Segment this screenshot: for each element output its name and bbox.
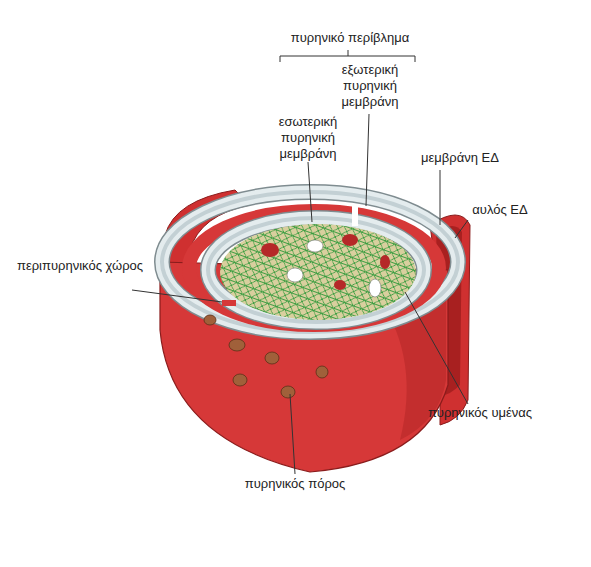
part-label: πυρηνικός υμένας xyxy=(415,405,545,421)
part-label: εξωτερική πυρηνική μεμβράνη xyxy=(320,62,420,110)
part-label: εσωτερική πυρηνική μεμβράνη xyxy=(262,114,354,162)
part-label: περιπυρηνικός χώρος xyxy=(16,258,144,274)
part-label: μεμβράνη ΕΔ xyxy=(400,150,520,166)
part-label: πυρηνικός πόρος xyxy=(235,476,355,492)
part-label: αυλός ΕΔ xyxy=(450,202,550,218)
part-label: πυρηνικό περίβλημα xyxy=(270,30,430,46)
